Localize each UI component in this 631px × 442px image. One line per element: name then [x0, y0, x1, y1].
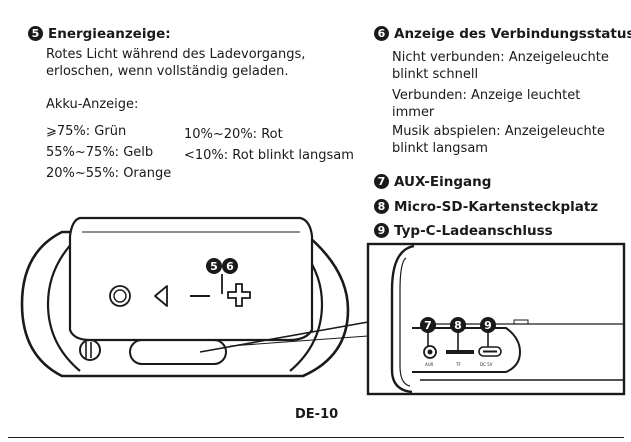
status-heading-text: Anzeige des Verbindungsstatus: — [394, 26, 631, 42]
footer-rule — [8, 437, 624, 438]
port-label-aux: AUX — [425, 362, 434, 367]
lanyard-knob — [79, 339, 101, 361]
energy-heading: 5 Energieanzeige: — [28, 26, 171, 42]
volume-up-icon — [227, 283, 251, 307]
level-5: <10%: Rot blinkt langsam — [184, 148, 354, 163]
level-2: 55%~75%: Gelb — [46, 145, 154, 160]
badge-8: 8 — [374, 199, 389, 214]
port-label-tf: TF — [455, 362, 461, 367]
battery-levels-col1: ⩾75%: Grün 55%~75%: Gelb 20%~55%: Orange — [46, 121, 171, 184]
level-3: 20%~55%: Orange — [46, 166, 172, 181]
speaker-body — [20, 230, 350, 378]
status-item-2: Verbunden: Anzeige leuchtet immer — [392, 88, 580, 121]
aux-heading-text: AUX-Eingang — [394, 174, 492, 190]
status-item-1: Nicht verbunden: Anzeigeleuchte blinkt s… — [392, 50, 609, 83]
callout-9-text: 9 — [484, 319, 492, 332]
port-cover-slot — [129, 339, 227, 365]
badge-9: 9 — [374, 223, 389, 238]
status-item-1-line-2: blinkt schnell — [392, 66, 479, 82]
callout-8-text: 8 — [454, 319, 462, 332]
typec-heading: 9 Typ-C-Ladeanschluss — [374, 223, 553, 239]
aux-heading: 7 AUX-Eingang — [374, 174, 491, 190]
typec-heading-text: Typ-C-Ladeanschluss — [394, 223, 553, 239]
status-item-3: Musik abspielen: Anzeigeleuchte blinkt l… — [392, 124, 605, 157]
left-cap — [46, 236, 81, 372]
status-item-2-line-2: immer — [392, 104, 435, 120]
battery-levels-col2: 10%~20%: Rot <10%: Rot blinkt langsam — [184, 124, 354, 166]
status-item-3-line-1: Musik abspielen: Anzeigeleuchte — [392, 124, 605, 139]
callout-5-text: 5 — [210, 260, 218, 273]
typec-port-icon — [478, 346, 502, 357]
status-item-2-line-1: Verbunden: Anzeige leuchtet — [392, 88, 581, 103]
page-number: DE-10 — [295, 407, 339, 422]
status-item-3-line-2: blinkt langsam — [392, 140, 488, 156]
tf-slot-icon — [446, 350, 474, 354]
sd-heading: 8 Micro-SD-Kartensteckplatz — [374, 199, 598, 215]
top-panel — [68, 216, 314, 342]
energy-heading-text: Energieanzeige: — [48, 26, 171, 42]
akku-label: Akku-Anzeige: — [46, 97, 139, 112]
badge-6: 6 — [374, 26, 389, 41]
port-label-dc: DC 5V — [480, 362, 493, 367]
status-item-1-line-1: Nicht verbunden: Anzeigeleuchte — [392, 50, 609, 65]
level-1: ⩾75%: Grün — [46, 124, 127, 139]
callout-6-text: 6 — [226, 260, 234, 273]
power-button-icon — [109, 285, 131, 307]
status-heading: 6 Anzeige des Verbindungsstatus: — [374, 26, 631, 42]
energy-desc-line-1: Rotes Licht während des Ladevorgangs, — [46, 47, 306, 62]
level-4: 10%~20%: Rot — [184, 127, 283, 142]
callout-7-text: 7 — [424, 319, 432, 332]
play-pause-button-icon — [154, 285, 168, 307]
badge-5: 5 — [28, 26, 43, 41]
aux-port-icon — [423, 345, 437, 359]
badge-7: 7 — [374, 174, 389, 189]
energy-description: Rotes Licht während des Ladevorgangs, er… — [46, 47, 305, 80]
port-detail-box — [366, 242, 626, 396]
energy-desc-line-2: erloschen, wenn vollständig geladen. — [46, 63, 289, 79]
sd-heading-text: Micro-SD-Kartensteckplatz — [394, 199, 599, 215]
